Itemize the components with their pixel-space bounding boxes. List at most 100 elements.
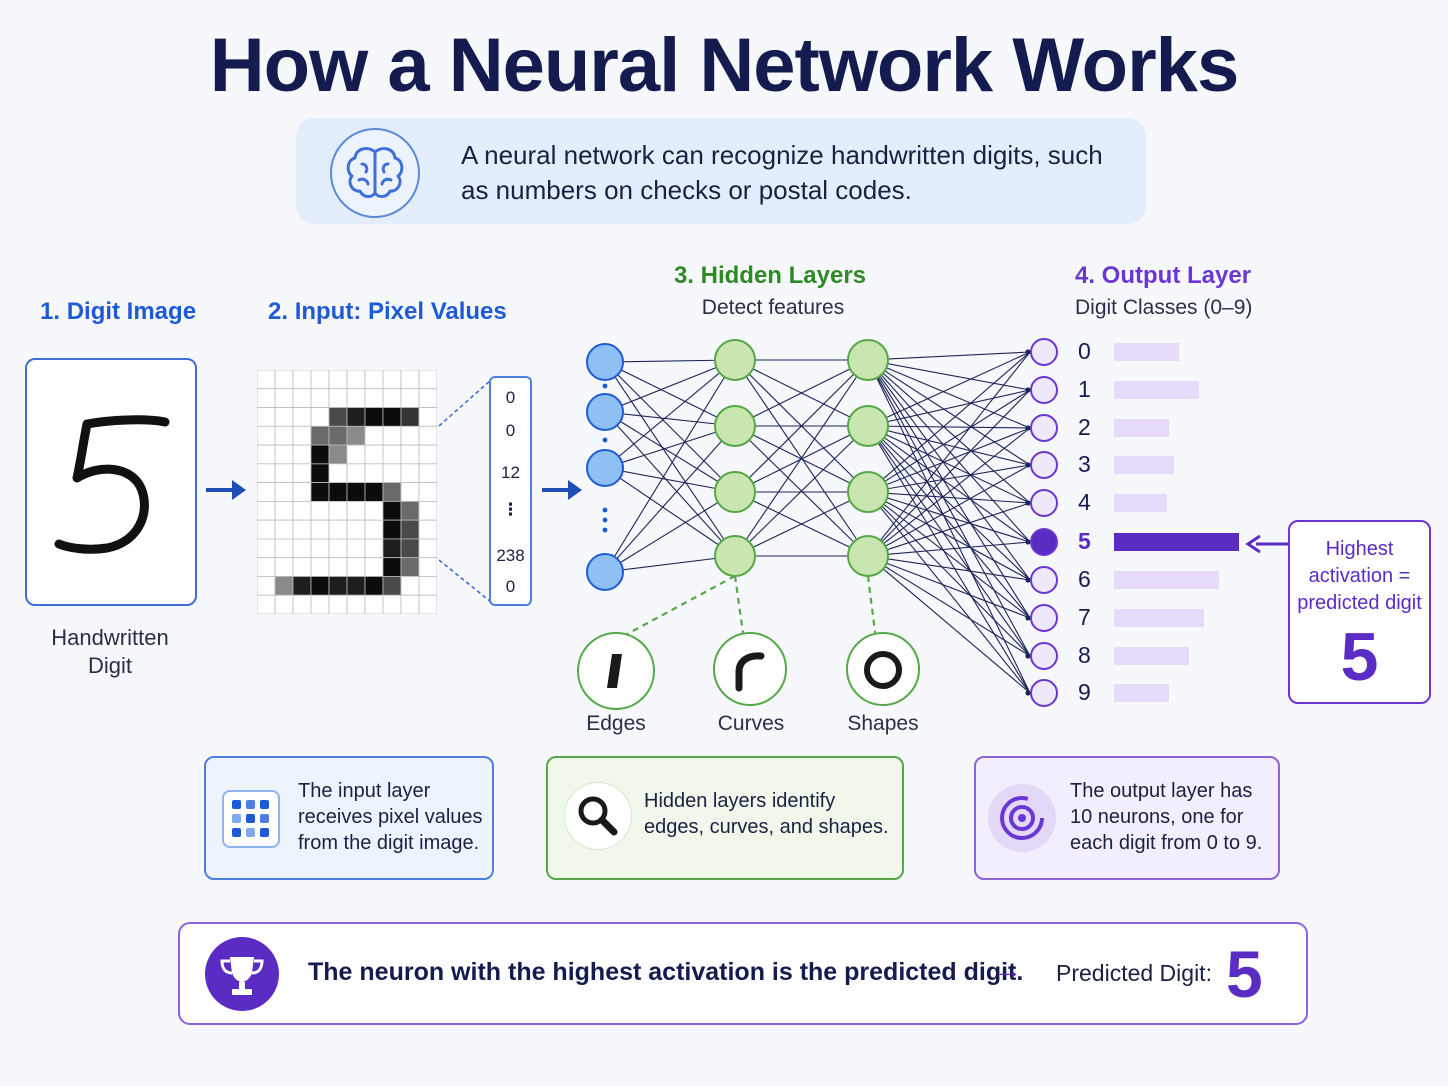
intro-text: A neural network can recognize handwritt… bbox=[461, 140, 1103, 205]
pixel-cell bbox=[346, 538, 366, 559]
connection bbox=[604, 467, 736, 557]
connection-end bbox=[1025, 349, 1031, 355]
connection bbox=[867, 425, 1031, 504]
connection bbox=[867, 464, 1031, 557]
digit-caption-line1: Handwritten bbox=[51, 625, 169, 650]
connection bbox=[867, 555, 1031, 619]
connection bbox=[867, 359, 1031, 429]
pixel-cell bbox=[382, 500, 402, 521]
connection bbox=[867, 351, 1031, 427]
pixel-cell bbox=[418, 444, 438, 465]
network-diagram bbox=[586, 338, 1058, 707]
connection bbox=[867, 359, 1031, 391]
output-digit-label: 9 bbox=[1078, 679, 1091, 705]
info-output-line2: 10 neurons, one for bbox=[1070, 806, 1244, 828]
connection bbox=[867, 425, 1031, 466]
edge-icon bbox=[577, 632, 655, 710]
info-output-line1: The output layer has bbox=[1070, 780, 1253, 802]
pixel-cell bbox=[256, 369, 276, 390]
pixel-cell bbox=[418, 557, 438, 577]
pixel-cell bbox=[418, 388, 438, 408]
pixel-cell bbox=[346, 576, 366, 596]
connection bbox=[867, 427, 1031, 493]
grid-icon bbox=[222, 790, 280, 848]
info-box-hidden: Hidden layers identify edges, curves, an… bbox=[546, 756, 904, 880]
pixel-cell bbox=[328, 576, 348, 596]
pixel-cell bbox=[256, 557, 276, 577]
pixel-cell bbox=[418, 482, 438, 502]
pixel-value: 12 bbox=[501, 463, 520, 482]
connection bbox=[867, 425, 1031, 581]
connection bbox=[867, 359, 1031, 619]
connection bbox=[604, 491, 736, 573]
pixel-cell bbox=[274, 538, 294, 559]
pixel-cell bbox=[292, 519, 312, 540]
ellipsis-dot bbox=[602, 437, 608, 443]
pixel-cell bbox=[346, 444, 366, 465]
pixel-cell bbox=[328, 425, 348, 446]
highest-activation-callout: Highest activation = predicted digit 5 bbox=[1288, 520, 1431, 704]
connection bbox=[604, 359, 736, 573]
pixel-cell bbox=[328, 388, 348, 408]
pixel-cell bbox=[274, 425, 294, 446]
pixel-cell bbox=[274, 444, 294, 465]
pixel-cell bbox=[346, 369, 366, 390]
pixel-cell bbox=[346, 594, 366, 615]
pixel-cell bbox=[364, 557, 384, 577]
pixel-cell bbox=[346, 500, 366, 521]
zoom-connector bbox=[438, 379, 492, 603]
connection bbox=[867, 425, 1031, 429]
arrow-left-icon bbox=[1245, 534, 1288, 554]
hidden-neuron bbox=[714, 471, 756, 513]
pixel-cell bbox=[346, 463, 366, 484]
connection bbox=[867, 425, 1031, 694]
output-digit-label: 1 bbox=[1078, 376, 1091, 402]
pixel-cell bbox=[418, 519, 438, 540]
ellipsis-dot bbox=[602, 383, 608, 389]
step1-label: Digit Image bbox=[66, 298, 197, 325]
arrow-icon bbox=[206, 480, 246, 500]
pixel-cell bbox=[328, 369, 348, 390]
connection bbox=[867, 359, 1031, 657]
pixel-cell bbox=[364, 538, 384, 559]
connection bbox=[604, 361, 736, 427]
step2-number: 2. bbox=[268, 298, 289, 325]
info-input-text: The input layer receives pixel values fr… bbox=[298, 778, 483, 856]
prediction-bar: The neuron with the highest activation i… bbox=[178, 922, 1308, 1025]
output-neuron bbox=[1030, 642, 1058, 670]
pixel-cell bbox=[292, 463, 312, 484]
pixel-cell bbox=[328, 500, 348, 521]
hidden-neuron bbox=[714, 405, 756, 447]
pixel-cell bbox=[292, 407, 312, 427]
pixel-cell bbox=[364, 444, 384, 465]
connection bbox=[604, 425, 736, 469]
pixel-cell bbox=[400, 500, 420, 521]
connection bbox=[734, 359, 869, 427]
pixel-value: 238 bbox=[496, 546, 525, 565]
feature-label: Curves bbox=[717, 712, 785, 735]
connection bbox=[604, 425, 736, 573]
connection bbox=[604, 411, 736, 557]
pixel-cell bbox=[328, 519, 348, 540]
step2-title: 2. Input: Pixel Values bbox=[268, 298, 507, 326]
pixel-cell bbox=[310, 425, 330, 446]
pixel-cell bbox=[400, 463, 420, 484]
pixel-cell bbox=[310, 463, 330, 484]
pixel-cell bbox=[364, 407, 384, 427]
highest-callout-line3: predicted digit bbox=[1297, 592, 1422, 614]
highest-callout-digit: 5 bbox=[1340, 619, 1379, 695]
pixel-cell bbox=[382, 594, 402, 615]
output-neuron bbox=[1030, 489, 1058, 517]
activation-bar bbox=[1114, 571, 1219, 589]
pixel-cell bbox=[274, 557, 294, 577]
connection bbox=[867, 491, 1031, 657]
connection bbox=[867, 491, 1031, 694]
pixel-cell bbox=[310, 538, 330, 559]
pixel-cell bbox=[310, 594, 330, 615]
connection bbox=[604, 359, 736, 469]
pixel-cell bbox=[382, 425, 402, 446]
page-title: How a Neural Network Works bbox=[209, 23, 1239, 108]
connection-end bbox=[1025, 462, 1031, 468]
pixel-cell bbox=[274, 388, 294, 408]
